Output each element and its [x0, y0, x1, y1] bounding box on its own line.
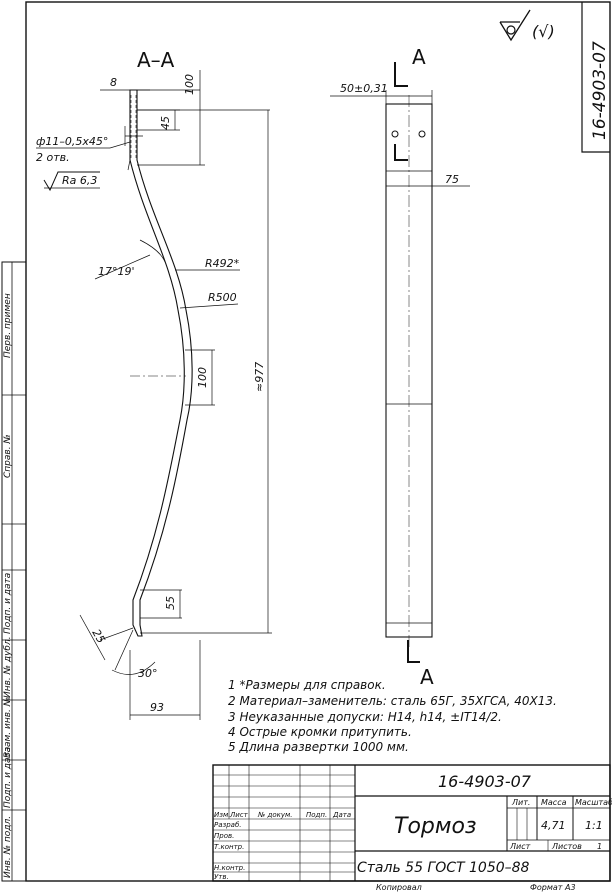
- tb-col-sign: Подп.: [306, 811, 327, 819]
- dim-25: 25: [89, 627, 107, 646]
- side-label-perv: Перв. примен: [3, 293, 13, 358]
- side-label-podp1: Подп. и дата: [3, 573, 13, 634]
- dim-55: 55: [164, 596, 177, 610]
- dim-50: 50±0,31: [340, 82, 388, 95]
- ra-roughness-icon: [43, 171, 100, 192]
- tb-copied: Копировал: [376, 883, 422, 892]
- dim-100-mid: 100: [196, 367, 209, 388]
- technical-notes: 1 *Размеры для справок. 2 Материал–замен…: [228, 678, 557, 754]
- tb-designation: 16-4903-07: [438, 772, 532, 791]
- dim-r500: R500: [208, 291, 237, 304]
- view-dimensions: [330, 90, 470, 190]
- tb-col-izm: Изм.: [214, 811, 230, 819]
- tb-name: Тормоз: [394, 814, 477, 839]
- note-3: 3 Неуказанные допуски: H14, h14, ±IT14/2…: [228, 710, 502, 724]
- brake-profile: [124, 89, 193, 637]
- dim-ra: Ra 6,3: [62, 174, 97, 187]
- tb-row-prov: Пров.: [214, 832, 234, 840]
- tb-sheets-label: Листов: [551, 842, 582, 851]
- tb-mass: 4,71: [541, 819, 566, 832]
- tb-scale-label: Масштаб: [575, 798, 612, 807]
- dim-93: 93: [150, 701, 164, 714]
- dim-100-top: 100: [183, 74, 196, 95]
- side-label-vzam: Взам. инв. №: [3, 697, 13, 758]
- side-label-sprav: Справ. №: [3, 434, 13, 478]
- plate-view: [385, 62, 433, 663]
- note-4: 4 Острые кромки притупить.: [228, 725, 412, 739]
- dim-hole: ф11–0,5х45°: [36, 135, 108, 148]
- view-label-top: А: [412, 45, 426, 69]
- note-5: 5 Длина развертки 1000 мм.: [228, 740, 409, 754]
- dim-length: ≈977: [253, 362, 266, 392]
- note-2: 2 Материал–заменитель: сталь 65Г, 35ХГСА…: [228, 694, 557, 708]
- roughness-general: (√): [532, 22, 555, 41]
- side-label-inv-dubl: Инв. № дубл.: [3, 636, 13, 698]
- title-block: [212, 764, 611, 882]
- dim-75: 75: [445, 173, 459, 186]
- note-1: 1 *Размеры для справок.: [228, 678, 386, 692]
- dim-angle-17: 17°19': [98, 265, 135, 278]
- tb-sheets: 1: [597, 842, 602, 851]
- tb-row-utv: Утв.: [214, 873, 229, 881]
- tb-mass-label: Масса: [541, 798, 567, 807]
- tb-col-date: Дата: [332, 811, 351, 819]
- tb-sheet-label: Лист: [509, 842, 531, 851]
- tb-row-razrab: Разраб.: [214, 821, 242, 829]
- view-label-bottom: А: [420, 665, 434, 689]
- section-label: А–А: [137, 48, 175, 72]
- tb-format: Формат А3: [530, 883, 576, 892]
- stamp-designation: 16-4903-07: [590, 41, 610, 140]
- tb-lit-label: Лит.: [511, 798, 530, 807]
- dim-45: 45: [159, 116, 172, 130]
- tb-material: Сталь 55 ГОСТ 1050–88: [357, 860, 530, 876]
- dim-angle-30: 30°: [138, 667, 158, 680]
- tb-row-nkontr: Н.контр.: [214, 864, 245, 872]
- tb-scale: 1:1: [585, 819, 603, 832]
- dim-8: 8: [110, 76, 117, 89]
- tb-col-doc: № докум.: [257, 811, 293, 819]
- side-label-inv-podl: Инв. № подл.: [3, 816, 13, 878]
- tb-row-tkontr: Т.контр.: [214, 843, 244, 851]
- dim-hole-count: 2 отв.: [36, 151, 70, 164]
- section-dimensions: [36, 70, 272, 720]
- dim-r492: R492*: [205, 257, 240, 270]
- roughness-general-icon: [499, 9, 531, 42]
- side-label-podp2: Подп. и дата: [3, 747, 13, 808]
- tb-col-list: Лист: [229, 811, 249, 819]
